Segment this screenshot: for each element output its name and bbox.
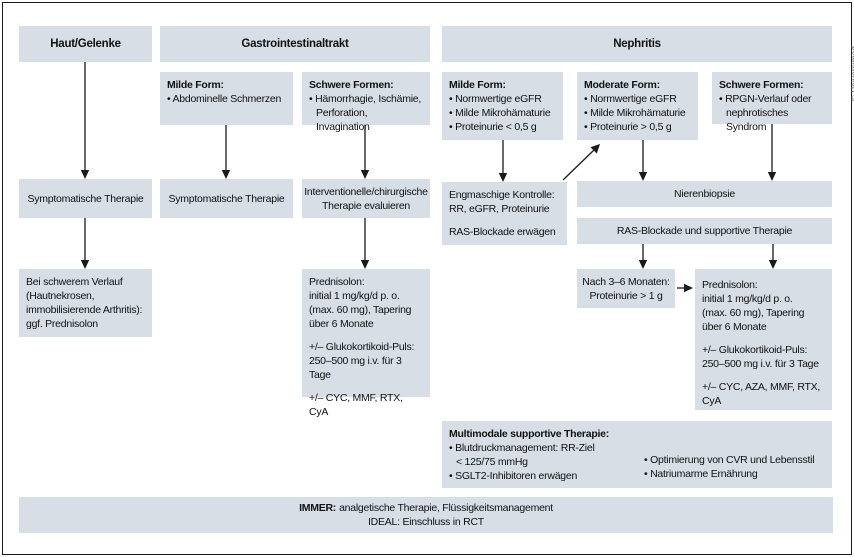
arrow-kontrolle-to-moderate-form	[562, 144, 600, 181]
box-line: +/– CYC, MMF, RTX, CyA	[309, 392, 403, 418]
arrow-nach-monaten-to-prednisolon	[677, 283, 693, 293]
box-line: Nach 3–6 Monaten:	[582, 275, 670, 288]
arrow-interventionell-to-prednisolon	[360, 218, 370, 269]
spacer	[702, 371, 825, 380]
box-title: Multimodale supportive Therapie:	[449, 428, 610, 440]
box-line: • RPGN-Verlauf oder	[719, 93, 812, 105]
immer-label: IMMER:	[299, 502, 337, 514]
box-line: Symptomatische Therapie	[27, 192, 144, 205]
box-line: • Milde Mikrohämaturie	[584, 107, 686, 119]
copyright-vertical-label: © Universimed	[850, 46, 854, 101]
box-line: immobilisierende Arthritis):	[26, 304, 143, 316]
box-line: +/– CYC, AZA, MMF, RTX, CyA	[702, 381, 821, 407]
box-line: Proteinurie > 1 g	[589, 289, 663, 302]
box-line: (Hautnekrosen,	[26, 290, 95, 302]
banner-line-2: IDEAL: Einschluss in RCT	[368, 516, 484, 528]
box-line: • Optimierung von CVR und Lebensstil	[644, 454, 815, 466]
box-gi-milde-form: Milde Form: • Abdominelle Schmerzen	[160, 72, 293, 125]
box-nach-3-6-monaten: Nach 3–6 Monaten: Proteinurie > 1 g	[577, 269, 675, 308]
box-line: über 6 Monate	[702, 321, 767, 333]
header-gastrointestinaltrakt: Gastrointestinaltrakt	[160, 26, 430, 62]
arrow-haut-to-symptomatisch	[80, 62, 90, 179]
box-line: • Hämorrhagie, Ischämie,	[309, 93, 422, 105]
box-line: initial 1 mg/kg/d p. o.	[702, 293, 793, 305]
spacer	[309, 331, 423, 340]
arrow-ras-to-prednisolon-neph	[768, 244, 778, 269]
box-line: Nierenbiopsie	[674, 188, 735, 200]
box-prednisolon-gi: Prednisolon: initial 1 mg/kg/d p. o. (ma…	[302, 269, 430, 418]
box-title: Milde Form:	[449, 79, 506, 91]
box-line: Symptomatische Therapie	[168, 192, 285, 205]
arrow-ras-to-nach-monaten	[638, 244, 648, 269]
box-line: • Normwertige eGFR	[449, 93, 542, 105]
box-line: • Normwertige eGFR	[584, 93, 677, 105]
box-nierenbiopsie: Nierenbiopsie	[577, 181, 832, 207]
box-nephritis-moderate-form: Moderate Form: • Normwertige eGFR • Mild…	[577, 72, 698, 140]
box-line: +/– Glukokortikoid-Puls:	[309, 341, 415, 353]
header-label: Haut/Gelenke	[50, 38, 121, 50]
box-line: initial 1 mg/kg/d p. o.	[309, 290, 400, 302]
spacer	[449, 216, 560, 225]
multimodal-right-column: • Optimierung von CVR und Lebensstil • N…	[644, 453, 825, 483]
box-line: +/– Glukokortikoid-Puls:	[702, 344, 808, 356]
box-bei-schwerem-verlauf: Bei schwerem Verlauf (Hautnekrosen, immo…	[19, 269, 152, 337]
multimodal-columns: • Blutdruckmanagement: RR-Ziel < 125/75 …	[449, 441, 825, 483]
box-line: < 125/75 mmHg	[456, 456, 528, 468]
header-nephritis: Nephritis	[442, 26, 832, 62]
box-gi-schwere-formen: Schwere Formen: • Hämorrhagie, Ischämie,…	[302, 72, 430, 133]
box-title: Schwere Formen:	[309, 79, 394, 91]
arrow-neph-milde-to-kontrolle	[498, 140, 508, 182]
box-interventionelle-therapie: Interventionelle/chirurgische Therapie e…	[302, 179, 430, 218]
spacer	[702, 334, 825, 343]
box-line: nephrotisches Syndrom	[726, 107, 789, 133]
box-title: Milde Form:	[167, 79, 224, 91]
header-label: Nephritis	[613, 38, 661, 50]
box-line: • Proteinurie < 0,5 g	[449, 121, 537, 133]
multimodal-left-column: • Blutdruckmanagement: RR-Ziel < 125/75 …	[449, 441, 644, 483]
header-label: Gastrointestinaltrakt	[241, 38, 349, 50]
box-nephritis-schwere-formen: Schwere Formen: • RPGN-Verlauf oder neph…	[712, 72, 832, 133]
arrow-symptomatisch-to-bei-schwerem	[80, 218, 90, 269]
box-line: • Milde Mikrohämaturie	[449, 107, 551, 119]
box-line: Interventionelle/chirurgische	[304, 185, 428, 198]
box-symptomatische-therapie-gi: Symptomatische Therapie	[160, 179, 293, 218]
box-nephritis-milde-form: Milde Form: • Normwertige eGFR • Milde M…	[442, 72, 563, 140]
header-haut-gelenke: Haut/Gelenke	[19, 26, 152, 62]
box-line: Therapie evaluieren	[321, 199, 411, 212]
banner-line-1: IMMER:analgetische Therapie, Flüssigkeit…	[299, 501, 553, 515]
box-line: (max. 60 mg), Tapering	[702, 307, 805, 319]
box-title: Schwere Formen:	[719, 79, 804, 91]
box-symptomatische-therapie-haut: Symptomatische Therapie	[19, 179, 152, 218]
box-line: 250–500 mg i.v. für 3 Tage	[702, 358, 819, 370]
box-multimodale-supportive-therapie: Multimodale supportive Therapie: • Blutd…	[442, 421, 832, 488]
immer-text: analgetische Therapie, Flüssigkeitsmanag…	[339, 502, 553, 514]
box-line: • Blutdruckmanagement: RR-Ziel	[449, 442, 595, 454]
box-line: RAS-Blockade und supportive Therapie	[616, 225, 793, 237]
box-line: Perforation, Invagination	[316, 107, 370, 133]
box-line: • Abdominelle Schmerzen	[167, 93, 282, 105]
box-prednisolon-nephritis: Prednisolon: initial 1 mg/kg/d p. o. (ma…	[695, 269, 832, 410]
box-line: über 6 Monate	[309, 318, 374, 330]
box-line: • Natriumarme Ernährung	[644, 468, 758, 480]
box-line: 250–500 mg i.v. für 3 Tage	[309, 355, 402, 381]
box-line: RR, eGFR, Proteinurie	[449, 203, 550, 215]
arrow-neph-moderate-to-nierenbiopsie	[638, 140, 648, 181]
box-engmaschige-kontrolle: Engmaschige Kontrolle: RR, eGFR, Protein…	[442, 182, 567, 245]
box-title: Moderate Form:	[584, 79, 660, 91]
box-line: (max. 60 mg), Tapering	[309, 304, 412, 316]
box-line: Prednisolon:	[702, 279, 758, 291]
box-immer-ideal-banner: IMMER:analgetische Therapie, Flüssigkeit…	[19, 497, 833, 533]
box-line: Bei schwerem Verlauf	[26, 276, 123, 288]
box-line: Prednisolon:	[309, 276, 365, 288]
box-line: RAS-Blockade erwägen	[449, 226, 556, 238]
arrow-gi-milde-to-symptomatisch	[221, 125, 231, 179]
spacer	[309, 382, 423, 391]
box-line: • Proteinurie > 0,5 g	[584, 121, 672, 133]
box-line: ggf. Prednisolon	[26, 318, 98, 330]
box-line: Engmaschige Kontrolle:	[449, 189, 555, 201]
box-ras-blockade: RAS-Blockade und supportive Therapie	[577, 218, 832, 244]
box-line: • SGLT2-Inhibitoren erwägen	[449, 470, 578, 482]
